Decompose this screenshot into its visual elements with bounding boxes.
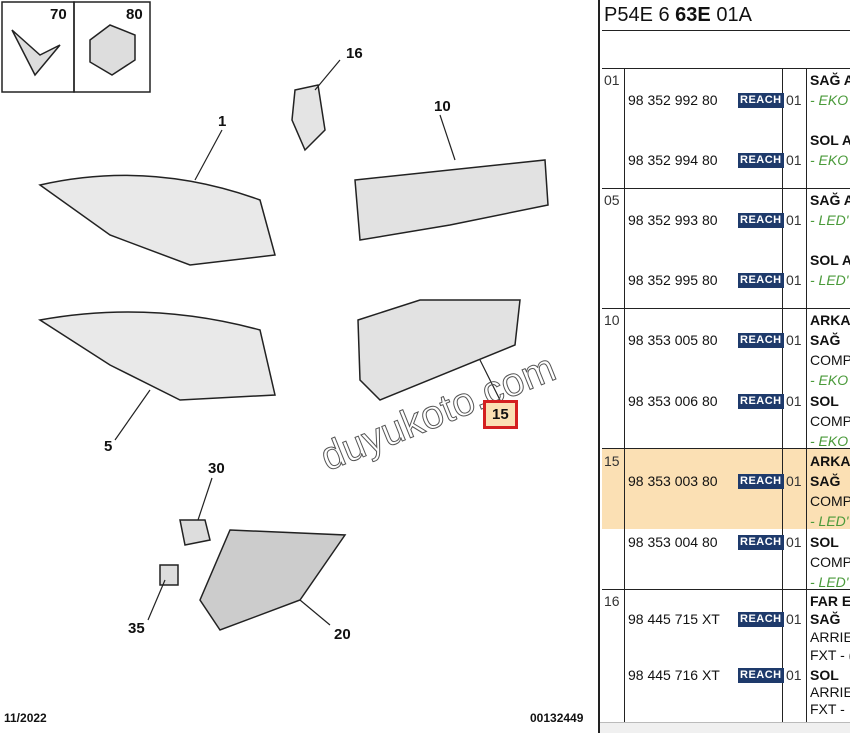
callout-35[interactable]: 35 [128, 620, 145, 637]
callout-16[interactable]: 16 [346, 45, 363, 62]
callout-15[interactable]: 15 [483, 400, 518, 429]
callout-10[interactable]: 10 [434, 98, 451, 115]
page-title: P54E 6 63E 01A [604, 4, 752, 26]
part-description: COMP [810, 493, 850, 509]
part-description: FXT - ( [810, 647, 850, 663]
part-description: ARRIE [810, 684, 850, 700]
reach-badge: REACH [738, 333, 784, 348]
lamp-10 [354, 159, 549, 241]
bracket-16 [291, 84, 326, 152]
part-description: ARRIE [810, 629, 850, 645]
ref-number[interactable]: 15 [604, 453, 620, 469]
parts-diagram: duyukoto.com 70 80 16 1 10 5 15 30 35 20… [1, 1, 584, 725]
quantity: 01 [786, 212, 802, 228]
callout-5[interactable]: 5 [104, 438, 113, 455]
lamp-20 [199, 529, 347, 631]
part-description: - LED' [810, 513, 849, 529]
part-number-link[interactable]: 98 353 003 80 [628, 473, 718, 489]
part-description: SAĞ [810, 332, 841, 348]
part-number-link[interactable]: 98 352 995 80 [628, 272, 718, 288]
part-description: - EKO [810, 433, 849, 449]
quantity: 01 [786, 152, 802, 168]
part-description: - EKO [810, 152, 849, 168]
quantity: 01 [786, 92, 802, 108]
bulb-30 [179, 519, 211, 546]
part-number-link[interactable]: 98 445 715 XT [628, 611, 720, 627]
callout-70[interactable]: 70 [50, 6, 67, 23]
quantity: 01 [786, 393, 802, 409]
part-description: - EKO [810, 372, 849, 388]
callout-80[interactable]: 80 [126, 6, 143, 23]
callout-30[interactable]: 30 [208, 460, 225, 477]
quantity: 01 [786, 272, 802, 288]
reach-badge: REACH [738, 213, 784, 228]
part-description: FXT - [810, 701, 845, 717]
part-number-link[interactable]: 98 352 994 80 [628, 152, 718, 168]
screw-icon [11, 29, 61, 77]
reach-badge: REACH [738, 668, 784, 683]
part-description: COMP [810, 352, 850, 368]
reach-badge: REACH [738, 273, 784, 288]
part-number-link[interactable]: 98 352 992 80 [628, 92, 718, 108]
quantity: 01 [786, 332, 802, 348]
callout-20[interactable]: 20 [334, 626, 351, 643]
selected-row-highlight [602, 449, 850, 529]
drawing-number: 00132449 [530, 711, 584, 725]
lamp-5 [37, 311, 276, 401]
part-description: SOL A [810, 252, 850, 268]
part-description: COMP [810, 413, 850, 429]
part-number-link[interactable]: 98 353 006 80 [628, 393, 718, 409]
part-description: SAĞ A [810, 192, 850, 208]
horizontal-scrollbar[interactable] [600, 722, 850, 733]
reach-badge: REACH [738, 535, 784, 550]
quantity: 01 [786, 473, 802, 489]
part-description: SOL [810, 534, 839, 550]
diagram-date: 11/2022 [4, 711, 47, 725]
part-description: - LED' [810, 212, 849, 228]
part-description: SAĞ [810, 611, 841, 627]
reach-badge: REACH [738, 153, 784, 168]
part-number-link[interactable]: 98 445 716 XT [628, 667, 720, 683]
part-description: SOL A [810, 132, 850, 148]
callout-1[interactable]: 1 [218, 113, 227, 130]
part-description: SAĞ A [810, 72, 850, 88]
lamp-15 [357, 299, 521, 401]
part-number-link[interactable]: 98 353 005 80 [628, 332, 718, 348]
part-description: SAĞ [810, 473, 841, 489]
quantity: 01 [786, 611, 802, 627]
reach-badge: REACH [738, 474, 784, 489]
part-description: - LED' [810, 574, 849, 590]
lamp-1 [38, 174, 276, 266]
group-description: FAR E [810, 593, 850, 609]
part-description: - LED' [810, 272, 849, 288]
exploded-view-drawing: duyukoto.com [1, 1, 562, 631]
quantity: 01 [786, 534, 802, 550]
quantity: 01 [786, 667, 802, 683]
reach-badge: REACH [738, 394, 784, 409]
reach-badge: REACH [738, 93, 784, 108]
part-description: COMP [810, 554, 850, 570]
bulb-35 [159, 564, 179, 586]
group-description: ARKA [810, 453, 850, 469]
item-80-box [73, 1, 151, 93]
reach-badge: REACH [738, 612, 784, 627]
part-description: SOL [810, 667, 839, 683]
group-description: ARKA [810, 312, 850, 328]
ref-number[interactable]: 01 [604, 72, 620, 88]
part-number-link[interactable]: 98 353 004 80 [628, 534, 718, 550]
ref-number[interactable]: 10 [604, 312, 620, 328]
nut-icon [89, 24, 136, 76]
part-description: SOL [810, 393, 839, 409]
part-description: - EKO [810, 92, 849, 108]
ref-number[interactable]: 16 [604, 593, 620, 609]
ref-number[interactable]: 05 [604, 192, 620, 208]
part-number-link[interactable]: 98 352 993 80 [628, 212, 718, 228]
